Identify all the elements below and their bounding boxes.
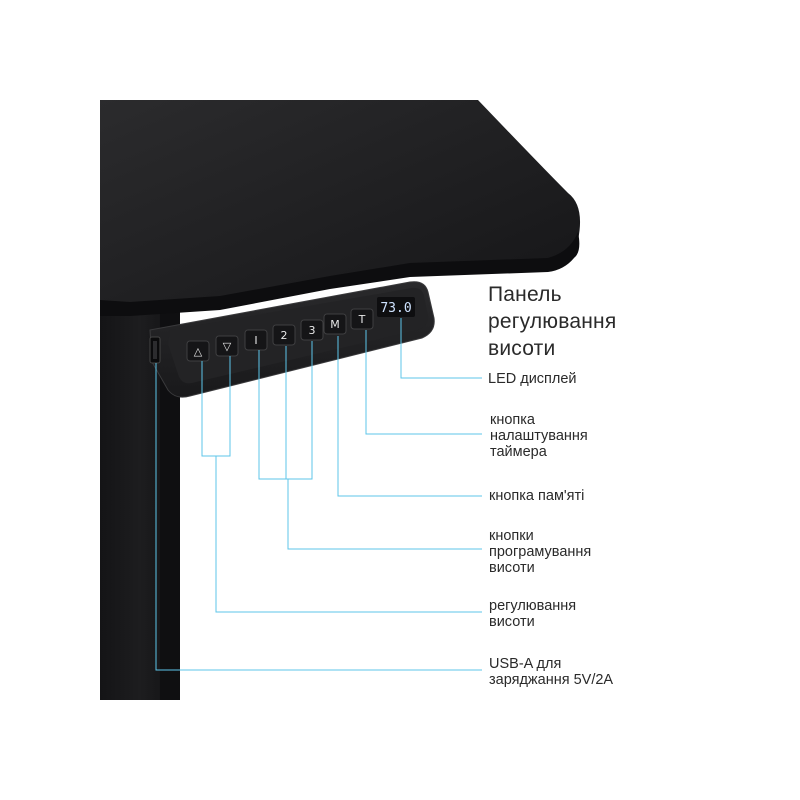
down-button-icon: ▽ — [223, 340, 232, 353]
callout-timer-button: кнопка налаштування таймера — [490, 412, 588, 460]
callout-height-adjustment: регулювання висоти — [489, 598, 577, 630]
preset-1-label: I — [254, 334, 257, 347]
up-button-icon: △ — [194, 345, 203, 358]
callout-line-memory — [337, 336, 482, 497]
callout-height-programming: кнопки програмування висоти — [489, 528, 592, 576]
memory-button-label: M — [330, 318, 340, 331]
desk-top — [100, 100, 581, 312]
callout-line-timer — [365, 330, 482, 435]
down-button[interactable]: ▽ — [215, 335, 239, 357]
timer-button[interactable]: T — [350, 308, 374, 330]
preset-2-label: 2 — [281, 329, 288, 342]
desk-top-edge — [100, 232, 580, 316]
callout-line-height-2 — [215, 456, 482, 613]
callout-lines — [155, 318, 482, 671]
usb-port-slot — [153, 341, 157, 359]
timer-button-label: T — [358, 313, 366, 326]
callout-line-led — [400, 318, 482, 379]
panel-title: Панель регулювання висоти — [488, 283, 617, 360]
leg-inner-edge — [160, 310, 180, 700]
led-display-value: 73.0 — [380, 301, 411, 316]
callout-memory-button: кнопка пам'яті — [489, 488, 585, 504]
callout-line-program-3 — [287, 479, 482, 550]
preset-2-button[interactable]: 2 — [272, 324, 296, 346]
preset-3-button[interactable]: 3 — [300, 319, 324, 341]
callout-line-usb — [155, 363, 482, 671]
led-display: 73.0 — [377, 297, 415, 317]
preset-1-button[interactable]: I — [244, 329, 268, 351]
memory-button[interactable]: M — [323, 313, 347, 335]
callout-led-display: LED дисплей — [488, 371, 577, 387]
up-button[interactable]: △ — [186, 340, 210, 362]
preset-3-label: 3 — [309, 324, 316, 337]
callout-usb-port: USB-A для заряджання 5V/2A — [489, 656, 614, 688]
